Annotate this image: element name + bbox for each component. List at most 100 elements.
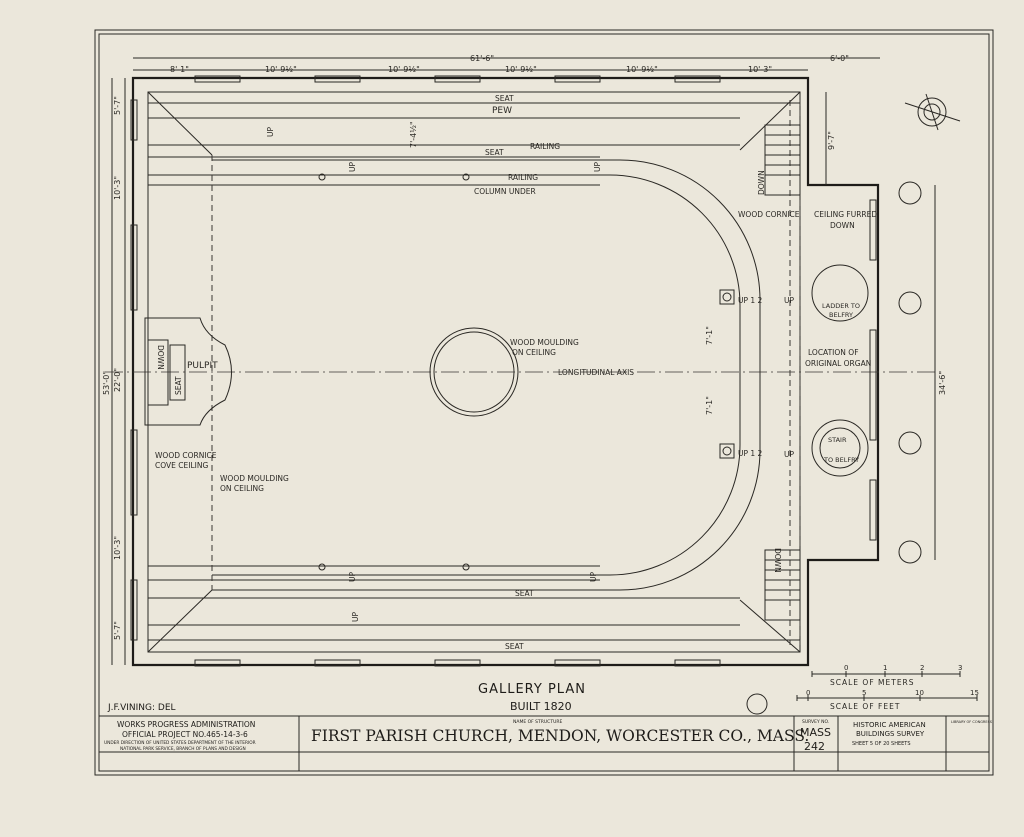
columns-under [318, 173, 735, 571]
label-up: UP [348, 572, 357, 582]
exterior-wall [131, 76, 880, 667]
bay-dim: 10'-9½" [265, 65, 297, 74]
label-up-steps: UP 1 2 [738, 296, 763, 305]
pulpit-seat [169, 344, 186, 401]
tick-label: 0 [844, 664, 848, 672]
label-location-of: LOCATION OF [808, 348, 859, 357]
bay-dim: 10'-9½" [388, 65, 420, 74]
dim-text: 53'-0" [102, 371, 111, 395]
library-stamp: LIBRARY OF CONGRESS [951, 720, 993, 724]
label-down: DOWN [830, 221, 855, 230]
delineator: J.F.VINING: DEL [107, 703, 176, 713]
left-dimensions: 5'-7" 10'-3" 53'-0" 22'-0" 10'-3" 5'-7" [102, 78, 126, 665]
wpa-direction: UNDER DIRECTION OF UNITED STATES DEPARTM… [104, 740, 256, 746]
label-longitudinal-axis: LONGITUDINAL AXIS [558, 368, 634, 377]
overall-width-dim: 61'-6" [470, 54, 494, 63]
label-to-belfry: TO BELFRY [823, 456, 859, 464]
dim-text: 10'-3" [113, 176, 122, 200]
dim-text: 22'-0" [113, 368, 122, 392]
portico-dim: 34'-6" [938, 371, 947, 395]
label-up: UP [784, 296, 794, 305]
dim-text: 10'-3" [113, 536, 122, 560]
label-up: UP [589, 572, 598, 582]
label-up-steps: UP 1 2 [738, 449, 763, 458]
tick-label: 0 [806, 689, 810, 697]
label-railing: RAILING [530, 142, 560, 151]
structure-name: FIRST PARISH CHURCH, MENDON, WORCESTER C… [311, 727, 809, 745]
bay-dim: 10'-9½" [626, 65, 658, 74]
wpa-branch: NATIONAL PARK SERVICE, BRANCH OF PLANS A… [120, 746, 246, 752]
column-spacing-dim: 7'-1" [705, 396, 714, 415]
dim-text: 5'-7" [113, 621, 122, 640]
label-down: DOWN [156, 345, 165, 370]
sheet-inner-border [98, 33, 990, 772]
wpa-project: OFFICIAL PROJECT NO.465-14-3-6 [122, 730, 248, 739]
label-seat: SEAT [515, 589, 534, 598]
stairs [147, 124, 869, 621]
survey-caption: SURVEY NO. [802, 719, 829, 725]
label-stair: STAIR [828, 436, 847, 444]
sheet-border [94, 29, 994, 776]
tower-dim: 6'-0" [830, 54, 849, 63]
name-caption: NAME OF STRUCTURE [513, 719, 562, 725]
label-up: UP [266, 127, 275, 137]
sheet-number: SHEET 5 OF 20 SHEETS [852, 741, 911, 747]
tick-label: 10 [915, 689, 924, 697]
label-on-ceiling: ON CEILING [220, 484, 264, 493]
plan-labels: SEAT PEW RAILING SEAT RAILING COLUMN UND… [155, 94, 877, 651]
label-pew: PEW [492, 106, 512, 116]
stamp-seal [746, 693, 768, 715]
title-block-frame [98, 715, 990, 753]
tick-label: 3 [958, 664, 962, 672]
label-seat: SEAT [505, 642, 524, 651]
survey-state: MASS [800, 726, 831, 739]
gallery-railing [212, 174, 741, 576]
top-dimensions: 61'-6" 6'-0" 8'-1" 10'-9½" 10'-9½" 10'-9… [133, 54, 880, 74]
label-belfry: BELFRY [829, 311, 853, 319]
windows [130, 75, 877, 667]
tick-label: 5 [862, 689, 866, 697]
label-wood-cornice: WOOD CORNICE [155, 451, 217, 460]
label-seat: SEAT [174, 376, 183, 395]
pew-lines [147, 91, 801, 653]
label-ceiling-furred: CEILING FURRED [814, 210, 877, 219]
label-pulpit: PULPIT [187, 361, 218, 371]
label-up: UP [351, 612, 360, 622]
label-on-ceiling: ON CEILING [512, 348, 556, 357]
gallery-front-rail [212, 159, 761, 591]
tick-label: 15 [970, 689, 979, 697]
drawing-title: GALLERY PLAN [478, 682, 586, 697]
north-arrow-icon [904, 93, 961, 131]
scale-label: SCALE OF METERS [830, 678, 915, 687]
label-wood-cornice: WOOD CORNICE [738, 210, 800, 219]
tower-depth-dim: 9'-7" [827, 131, 836, 150]
label-railing: RAILING [508, 173, 538, 182]
label-up: UP [348, 162, 357, 172]
pulpit [144, 317, 232, 426]
scale-of-feet: 0 5 10 15 SCALE OF FEET [796, 689, 979, 711]
label-seat: SEAT [495, 94, 514, 103]
habs-line: HISTORIC AMERICAN [853, 721, 926, 729]
tick-label: 2 [920, 664, 924, 672]
label-original-organ: ORIGINAL ORGAN [805, 359, 871, 368]
habs-line: BUILDINGS SURVEY [856, 730, 925, 738]
dim-text: 5'-7" [113, 96, 122, 115]
label-seat: SEAT [485, 148, 504, 157]
built-date: BUILT 1820 [510, 700, 572, 713]
label-wood-moulding: WOOD MOULDING [510, 338, 579, 347]
title-block: WORKS PROGRESS ADMINISTRATION OFFICIAL P… [99, 715, 993, 771]
scale-label: SCALE OF FEET [830, 702, 900, 711]
portico-columns [825, 92, 936, 564]
label-up: UP [784, 450, 794, 459]
wpa-line: WORKS PROGRESS ADMINISTRATION [117, 720, 255, 729]
label-cove-ceiling: COVE CEILING [155, 461, 208, 470]
label-column-under: COLUMN UNDER [474, 187, 536, 196]
label-up: UP [593, 162, 602, 172]
label-wood-moulding: WOOD MOULDING [220, 474, 289, 483]
rise-dim: 7'-4½" [409, 121, 418, 148]
scale-of-meters: 0 1 2 3 SCALE OF METERS [811, 664, 962, 687]
label-ladder: LADDER TO [822, 302, 860, 310]
label-down: DOWN [757, 170, 766, 195]
bay-dim: 10'-9½" [505, 65, 537, 74]
